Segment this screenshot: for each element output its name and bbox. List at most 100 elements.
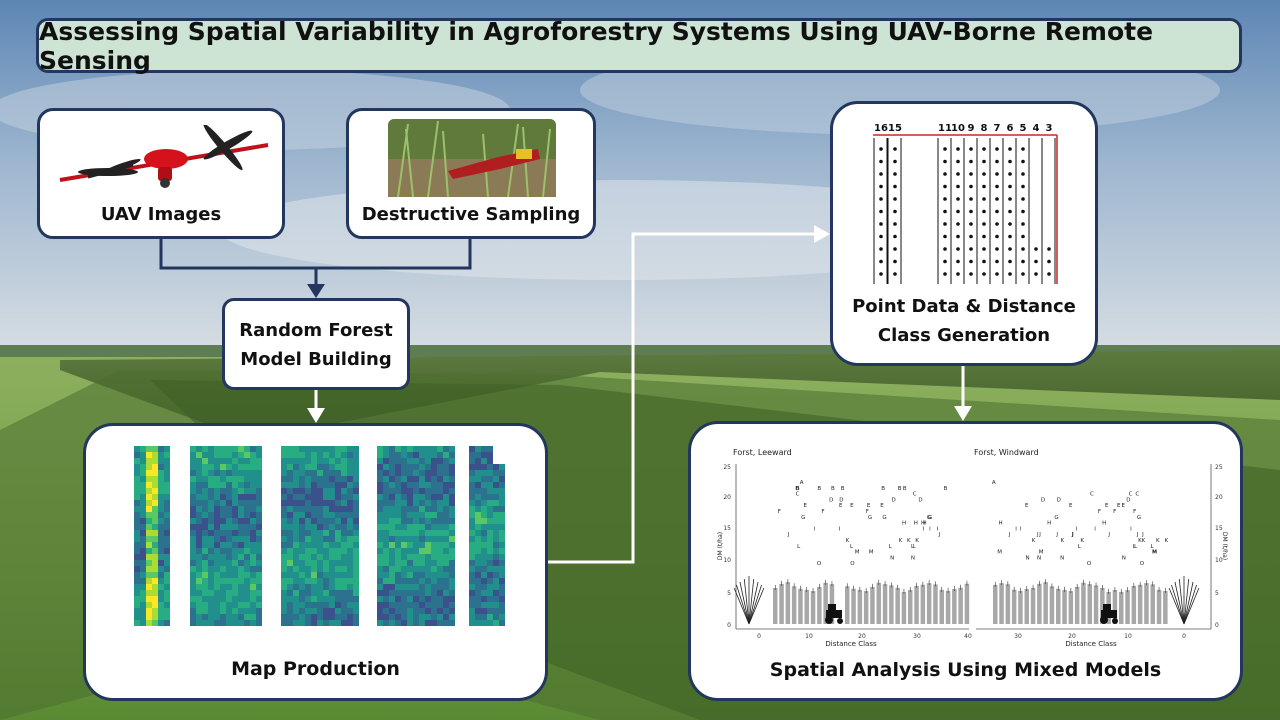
bar [920, 584, 926, 624]
sample-point [893, 209, 897, 214]
svg-text:C: C [913, 492, 917, 498]
tree-row-number: 10 [951, 123, 965, 134]
svg-text:I: I [923, 526, 925, 532]
svg-text:M: M [869, 550, 874, 556]
sample-point [995, 259, 999, 264]
destructive-sampling-label: Destructive Sampling [361, 204, 581, 225]
sample-point [879, 234, 883, 239]
svg-text:H: H [923, 521, 927, 527]
bar [1049, 586, 1055, 624]
sample-point [969, 147, 973, 151]
svg-text:L: L [1133, 544, 1137, 550]
bar [1093, 585, 1099, 624]
svg-text:L: L [850, 544, 854, 550]
bar [779, 583, 784, 624]
bar [908, 590, 913, 624]
significance-letters: FEGJKLJDEICFMNEKKHJNDNOMLAJJIOMNDKEKICKL… [992, 480, 1169, 567]
svg-text:J: J [787, 532, 790, 538]
svg-text:K: K [1032, 538, 1036, 544]
heatmap-strip-5 [469, 446, 505, 626]
svg-text:E: E [1025, 503, 1029, 509]
y-tick-label: 20 [723, 494, 731, 501]
bar [1119, 591, 1124, 624]
svg-text:I: I [1076, 526, 1078, 532]
svg-text:M: M [1152, 550, 1157, 556]
bar [945, 590, 951, 624]
svg-text:B: B [796, 486, 800, 492]
sample-point [1034, 247, 1038, 251]
bar [993, 584, 998, 624]
sample-point [995, 272, 999, 276]
bar [1131, 585, 1137, 624]
tree-row-number: 3 [1046, 123, 1053, 134]
y-axis-label: DM (t/ha) [717, 532, 724, 560]
bar [958, 587, 963, 624]
random-forest-label-line1: Random Forest [239, 320, 393, 341]
x-axis-label: Distance Class [825, 640, 877, 648]
bar [914, 585, 919, 624]
svg-text:C: C [796, 492, 800, 498]
sample-point [995, 159, 999, 164]
sample-point [893, 247, 897, 251]
bar [1024, 589, 1029, 624]
sample-point [943, 147, 947, 151]
bar [1043, 582, 1048, 624]
svg-text:A: A [992, 480, 996, 486]
tree-silhouette-icon [733, 576, 765, 625]
sample-point [879, 272, 883, 276]
y-tick-label: 10 [1215, 557, 1223, 564]
svg-text:G: G [927, 515, 931, 521]
chart-left-title: Forst, Leeward [733, 448, 792, 457]
svg-text:H: H [1047, 521, 1051, 527]
bar [1100, 587, 1105, 624]
svg-text:B: B [795, 486, 799, 492]
x-tick-label: 30 [913, 633, 921, 640]
sample-point [956, 259, 960, 264]
bar-group [773, 579, 835, 624]
sample-point [1021, 172, 1025, 176]
y-tick-label: 25 [723, 464, 731, 471]
bar [933, 584, 938, 624]
svg-text:J: J [1141, 532, 1144, 538]
svg-text:K: K [1156, 538, 1160, 544]
x-tick-label: 30 [1014, 633, 1022, 640]
bar [845, 586, 850, 624]
sample-point [943, 172, 947, 176]
sample-point [943, 247, 947, 251]
sample-point [943, 234, 947, 239]
svg-text:I: I [1015, 526, 1017, 532]
tree-row-number: 9 [968, 123, 975, 134]
sample-point [956, 209, 960, 214]
page-title: Assessing Spatial Variability in Agrofor… [39, 16, 1154, 75]
uav-images-box: UAV Images [37, 108, 285, 239]
sample-point [1047, 272, 1051, 276]
sample-point [1021, 272, 1025, 276]
sample-point [969, 209, 973, 214]
bar [804, 589, 809, 624]
uav-drone-icon [59, 125, 269, 188]
sample-point [969, 234, 973, 239]
svg-text:J: J [1071, 532, 1074, 538]
sample-point [879, 147, 883, 151]
sample-point [1021, 184, 1025, 189]
sample-point [893, 234, 897, 239]
svg-text:D: D [1057, 497, 1061, 503]
svg-text:E: E [1069, 503, 1073, 509]
x-tick-label: 0 [1182, 633, 1186, 640]
svg-text:L: L [1151, 544, 1155, 550]
svg-text:B: B [817, 486, 821, 492]
sample-point [893, 184, 897, 189]
sample-point [1008, 159, 1012, 164]
chart-right-title: Forst, Windward [974, 448, 1039, 457]
svg-text:D: D [839, 497, 843, 503]
sample-point [969, 259, 973, 264]
sample-point [893, 197, 897, 201]
tree-row-number: 16 [874, 123, 888, 134]
sample-point [1008, 234, 1012, 239]
sample-point [969, 184, 973, 189]
sample-point [956, 222, 960, 226]
svg-text:E: E [1117, 503, 1121, 509]
bar [863, 591, 869, 624]
